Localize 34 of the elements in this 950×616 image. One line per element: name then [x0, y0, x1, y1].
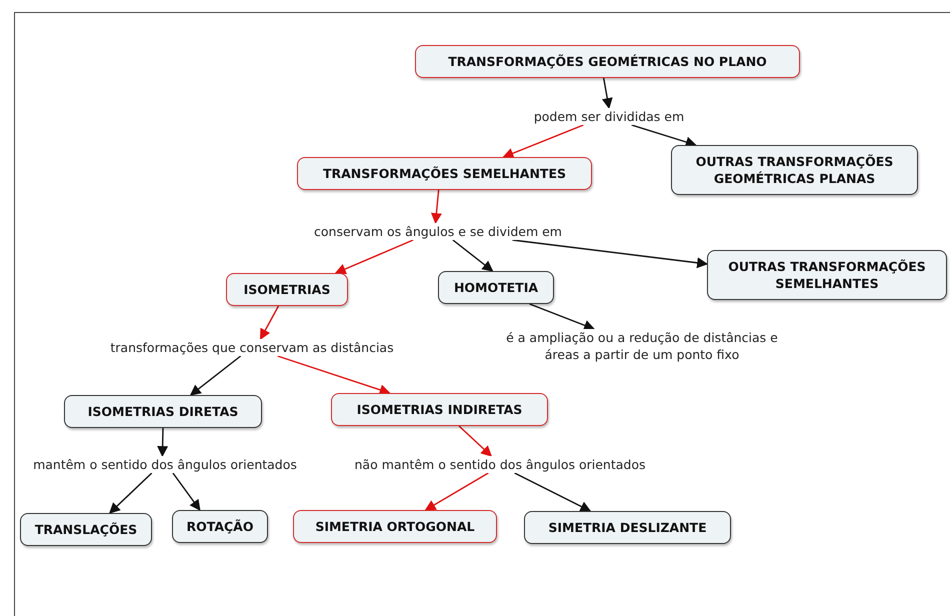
arrow	[108, 472, 152, 514]
linking-phrase: conservam os ângulos e se dividem em	[314, 223, 562, 240]
arrow	[157, 428, 168, 458]
arrow	[458, 425, 492, 457]
linking-phrase: mantêm o sentido dos ângulos orientados	[33, 456, 297, 473]
arrow	[512, 239, 708, 268]
arrow	[602, 78, 613, 110]
arrow	[260, 306, 280, 340]
arrow	[529, 303, 596, 331]
concept-box: OUTRAS TRANSFORMAÇÕES GEOMÉTRICAS PLANAS	[671, 145, 918, 195]
concept-box: ROTAÇÃO	[172, 510, 268, 543]
concept-box: SIMETRIA DESLIZANTE	[524, 511, 731, 544]
concept-box: ISOMETRIAS DIRETAS	[64, 395, 262, 428]
concept-box: ISOMETRIAS INDIRETAS	[331, 393, 548, 426]
linking-phrase: transformações que conservam as distâncias	[110, 339, 394, 356]
concept-box: SIMETRIA ORTOGONAL	[293, 510, 497, 543]
arrow	[430, 190, 442, 224]
linking-phrase: não mantêm o sentido dos ângulos orientados	[354, 456, 646, 473]
concept-box: ISOMETRIAS	[226, 273, 348, 306]
concept-box: HOMOTETIA	[438, 271, 554, 304]
arrow	[424, 472, 489, 511]
linking-phrase: podem ser divididas em	[534, 108, 684, 125]
arrow	[190, 355, 242, 396]
arrow	[334, 239, 414, 274]
arrow	[631, 124, 697, 148]
concept-box: TRANSFORMAÇÕES GEOMÉTRICAS NO PLANO	[415, 45, 800, 78]
arrow	[514, 472, 592, 512]
concept-box: OUTRAS TRANSFORMAÇÕES SEMELHANTES	[707, 250, 947, 300]
arrow	[502, 124, 584, 158]
concept-box: TRANSFORMAÇÕES SEMELHANTES	[297, 157, 592, 190]
arrow	[277, 355, 391, 396]
arrow	[172, 472, 200, 511]
arrow	[452, 239, 494, 272]
concept-box: TRANSLAÇÕES	[20, 513, 152, 546]
